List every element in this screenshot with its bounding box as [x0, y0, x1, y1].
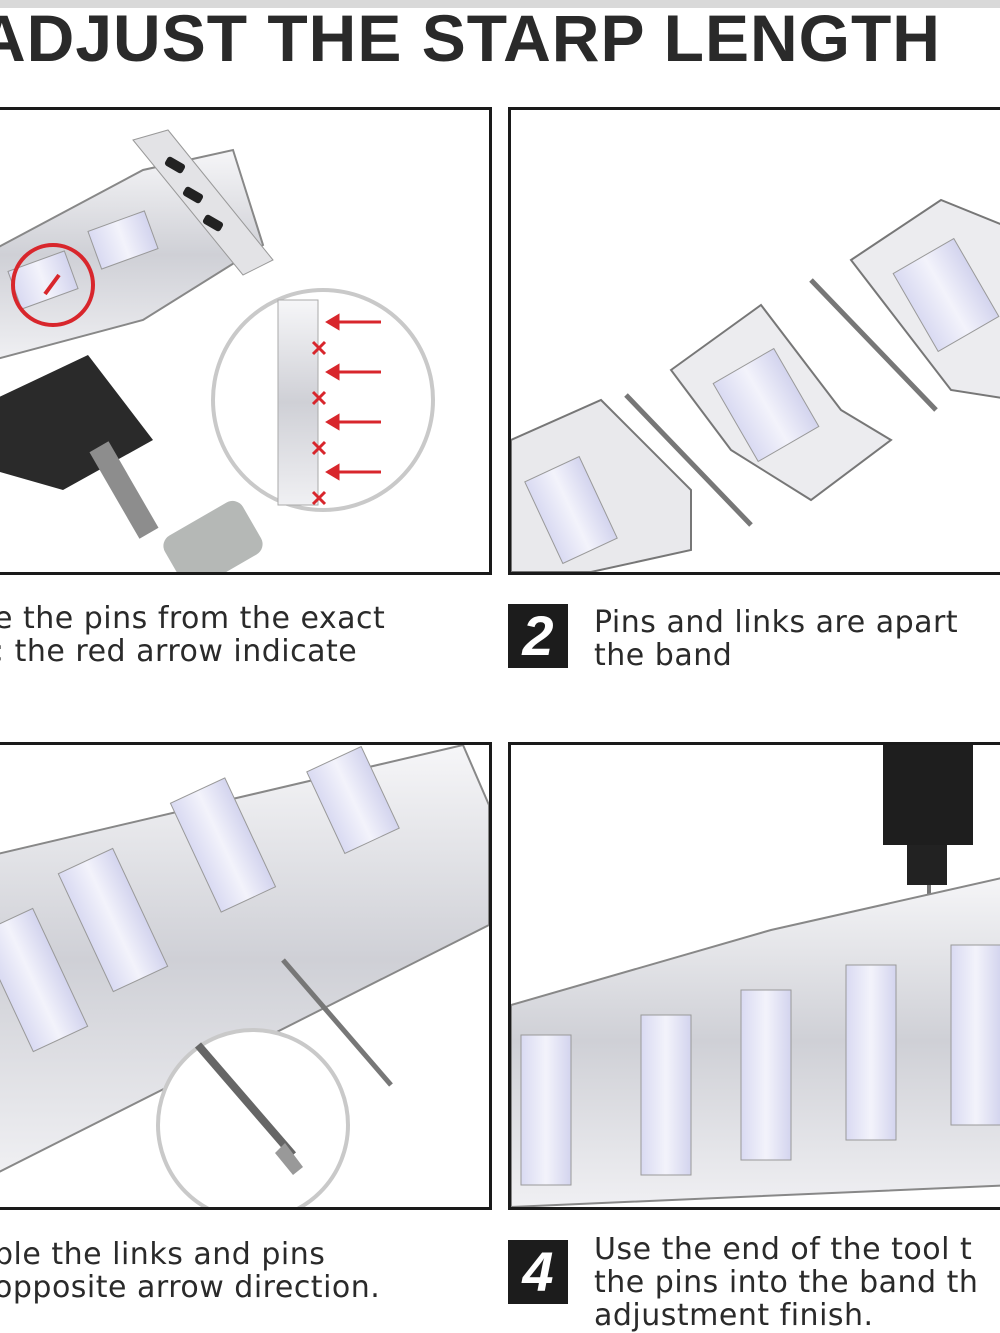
caption-line: e the pins from the exact: [0, 601, 386, 636]
watch-band: [0, 745, 489, 1173]
panel-step-2: [508, 107, 1000, 575]
link-left: [511, 398, 692, 572]
caption-line: opposite arrow direction.: [0, 1270, 381, 1305]
caption-line: the band: [594, 638, 733, 673]
caption-line: ; the red arrow indicate: [0, 634, 358, 669]
caption-line: Use the end of the tool t: [594, 1232, 973, 1267]
illustration-remove-pins: [0, 129, 435, 572]
zoom-detail-circle: [211, 288, 435, 512]
page-title: ADJUST THE STARP LENGTH: [0, 1, 941, 75]
illustration-separated-links: [511, 198, 1000, 572]
caption-line: the pins into the band th: [594, 1265, 979, 1300]
pin-tool: [0, 355, 263, 572]
caption-step-2: Pins and links are apart the band: [594, 606, 958, 672]
caption-step-3: ble the links and pins opposite arrow di…: [0, 1238, 380, 1304]
step-number-4: 4: [508, 1240, 568, 1304]
zoom-detail-circle: [156, 1028, 350, 1207]
caption-line: Pins and links are apart: [594, 605, 959, 640]
pin-2: [809, 278, 938, 412]
panel-step-4: [508, 742, 1000, 1210]
top-strip: [0, 0, 1000, 8]
link-right: [849, 198, 1000, 399]
pin: [281, 958, 393, 1087]
step-number-2: 2: [508, 604, 568, 668]
panel-step-3: [0, 742, 492, 1210]
highlight-circle: [11, 243, 95, 327]
watch-band: [0, 129, 274, 360]
panel-step-1: [0, 107, 492, 575]
illustration-insert-pins: [511, 745, 1000, 1207]
caption-step-1: e the pins from the exact ; the red arro…: [0, 602, 385, 668]
caption-line: ble the links and pins: [0, 1237, 326, 1272]
link-middle: [669, 303, 893, 502]
caption-line: adjustment finish.: [594, 1298, 874, 1333]
pin-tool: [883, 745, 973, 910]
watch-band: [511, 877, 1000, 1207]
pin-1: [624, 393, 753, 527]
illustration-assemble-links: [0, 745, 489, 1207]
caption-step-4: Use the end of the tool t the pins into …: [594, 1233, 978, 1332]
